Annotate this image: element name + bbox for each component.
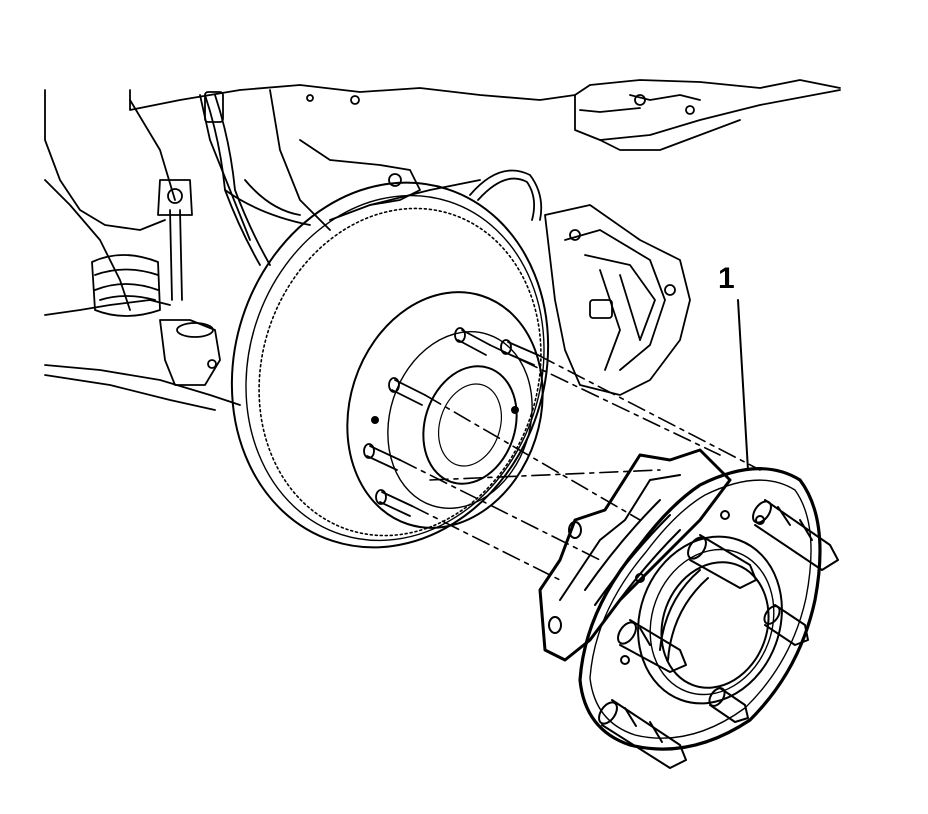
brake-caliper <box>544 204 691 396</box>
hub-studs <box>598 499 839 769</box>
brake-rotor <box>230 181 550 549</box>
callout-leader-line <box>737 299 749 471</box>
wheel-hub-bearing <box>538 448 839 769</box>
stabilizer-link <box>91 179 193 317</box>
frame-structure <box>44 79 841 411</box>
rotor-studs <box>363 327 539 517</box>
brake-hose <box>204 91 543 266</box>
callout-number: 1 <box>718 262 735 295</box>
